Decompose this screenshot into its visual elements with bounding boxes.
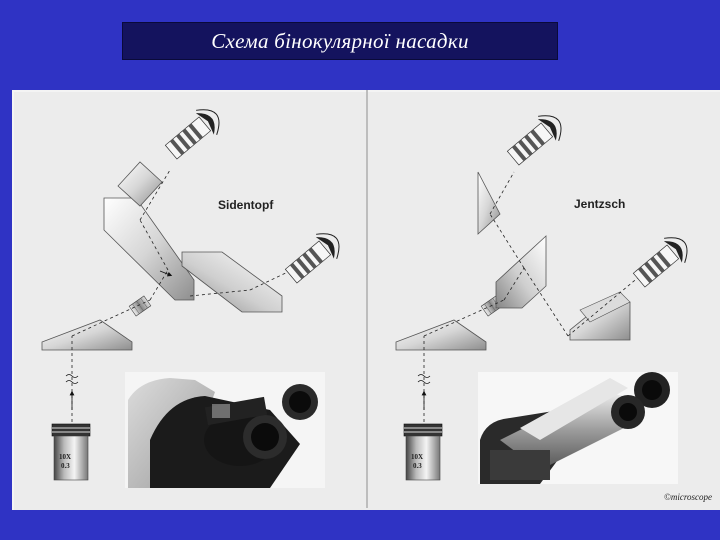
diagram-label-sidentopf: Sidentopf — [218, 198, 274, 212]
rhomb-prism-left — [104, 198, 194, 300]
eyepiece-lower-right — [629, 230, 695, 292]
jentzsch-diagram: Jentzsch 10X 0.3 ©microscope — [396, 108, 712, 502]
base-wedge-prism — [42, 320, 132, 350]
objective-left: 10X 0.3 — [52, 424, 90, 480]
binocular-head-photo-left — [125, 372, 325, 488]
objective-magnification-left: 10X — [59, 453, 71, 461]
copyright-mark: ©microscope — [664, 492, 712, 502]
sidentopf-diagram: Sidentopf 10X 0.3 — [42, 102, 347, 488]
objective-magnification-right: 10X — [411, 453, 423, 461]
central-splitter — [496, 236, 546, 308]
diagram-label-jentzsch: Jentzsch — [574, 197, 625, 211]
objective-na-left: 0.3 — [61, 462, 70, 470]
eyepiece-upper-left — [161, 102, 227, 164]
objective-right: 10X 0.3 — [404, 424, 442, 480]
objective-na-right: 0.3 — [413, 462, 422, 470]
eyepiece-lower-left — [281, 226, 347, 288]
binocular-head-photo-right — [478, 372, 678, 484]
eyepiece-upper-right — [503, 108, 569, 170]
tube-lens — [129, 296, 151, 316]
base-wedge-prism-right — [396, 320, 486, 350]
